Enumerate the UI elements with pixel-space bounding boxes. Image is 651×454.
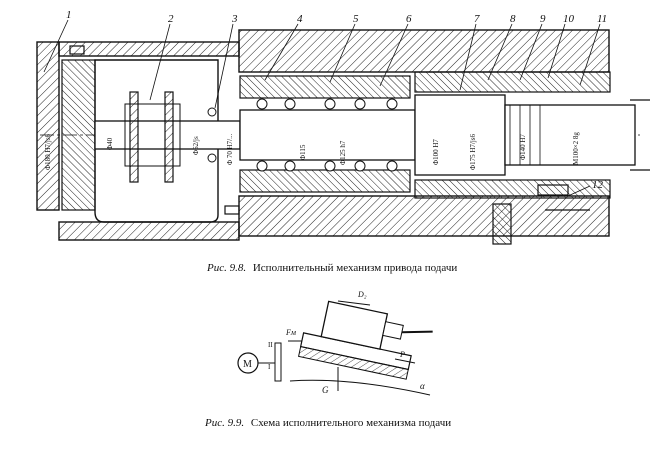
left-housing-top: [58, 41, 240, 57]
callout-11: 11: [597, 13, 607, 25]
dim-115: Φ115: [299, 144, 307, 160]
d-label: D₂: [357, 290, 367, 299]
p-arrow: [394, 358, 416, 364]
callout-6: 6: [406, 13, 412, 25]
dimension-labels: Φ180 H7/js6 Φ40 Φ62/js Φ 70 H7/... Φ115 …: [44, 132, 580, 170]
main-housing-top: [238, 29, 610, 73]
callout-2: 2: [168, 13, 174, 25]
central-shaft: [239, 109, 416, 161]
left-housing-bottom: [58, 221, 240, 241]
bearing-balls: [207, 98, 398, 172]
callout-9: 9: [540, 13, 546, 25]
output-screw: [504, 104, 636, 166]
dim-180: Φ180 H7/js6: [44, 133, 52, 170]
figure-9-9-title: Схема исполнительного механизма подачи: [250, 417, 452, 429]
bearing-sleeve-upper: [239, 75, 411, 99]
coupling-hub: [124, 103, 181, 167]
coupling-disc-right: [164, 91, 174, 183]
figure-9-8-title: Исполнительный механизм привода подачи: [252, 262, 458, 274]
callout-1: 1: [66, 9, 72, 21]
gear-label-1: I: [268, 363, 271, 371]
dim-70: Φ 70 H7/...: [226, 133, 234, 165]
figure-9-9-caption: Рис. 9.9. Схема исполнительного механизм…: [205, 417, 451, 429]
coupling-chamber: [94, 59, 219, 223]
dim-m100: M100×2 8g: [572, 132, 580, 165]
callout-5: 5: [353, 13, 359, 25]
callout-10: 10: [563, 13, 575, 25]
motor-label: M: [243, 359, 252, 370]
main-housing-bottom: [238, 195, 610, 237]
p-label: P: [399, 350, 405, 359]
gear-label-2: II: [268, 341, 273, 349]
right-lower-body: [414, 179, 611, 199]
screw-thread: [509, 105, 541, 165]
left-flange: [36, 41, 60, 211]
right-slide-body: [414, 71, 611, 93]
dim-40: Φ40: [106, 137, 114, 150]
dim-125: Φ125 h7: [339, 140, 347, 165]
figure-9-8-number: Рис. 9.8.: [207, 262, 247, 274]
dim-100: Φ100 H7: [432, 139, 440, 165]
dim-62: Φ62/js: [192, 136, 200, 155]
callout-3: 3: [231, 13, 238, 25]
d-arrow: [337, 300, 371, 306]
coupling-disc-left: [129, 91, 139, 183]
figure-9-8-caption: Рис. 9.8. Исполнительный механизм привод…: [207, 262, 457, 274]
bolts: [69, 45, 590, 245]
tool: [401, 330, 433, 334]
dim-140: Φ140 H7: [519, 134, 527, 160]
figure-9-9-number: Рис. 9.9.: [205, 417, 245, 429]
callout-8: 8: [510, 13, 516, 25]
callout-7: 7: [474, 13, 480, 25]
bearing-sleeve-lower: [239, 169, 411, 193]
feed-scheme-drawing: M II I Fм D₂ P G α: [237, 290, 433, 396]
feed-drive-mechanism-drawing: 1 2 3 4 5 6 7 8 9 10 11 12: [36, 9, 650, 245]
force-label: Fм: [285, 328, 296, 337]
ground-line: [289, 379, 431, 396]
tilted-slide: [298, 300, 433, 380]
g-label: G: [322, 385, 329, 395]
gear-stack: [274, 342, 282, 382]
callout-12: 12: [592, 179, 604, 191]
callout-4: 4: [297, 13, 303, 25]
callout-leaders: [43, 19, 601, 197]
alpha-label: α: [420, 381, 425, 391]
guide-base: [298, 345, 409, 380]
dim-175: Φ175 H7/js6: [469, 133, 477, 170]
screw-nut: [414, 94, 506, 176]
callout-numbers: 1 2 3 4 5 6 7 8 9 10 11 12: [66, 9, 607, 191]
tool-holder: [382, 321, 404, 340]
